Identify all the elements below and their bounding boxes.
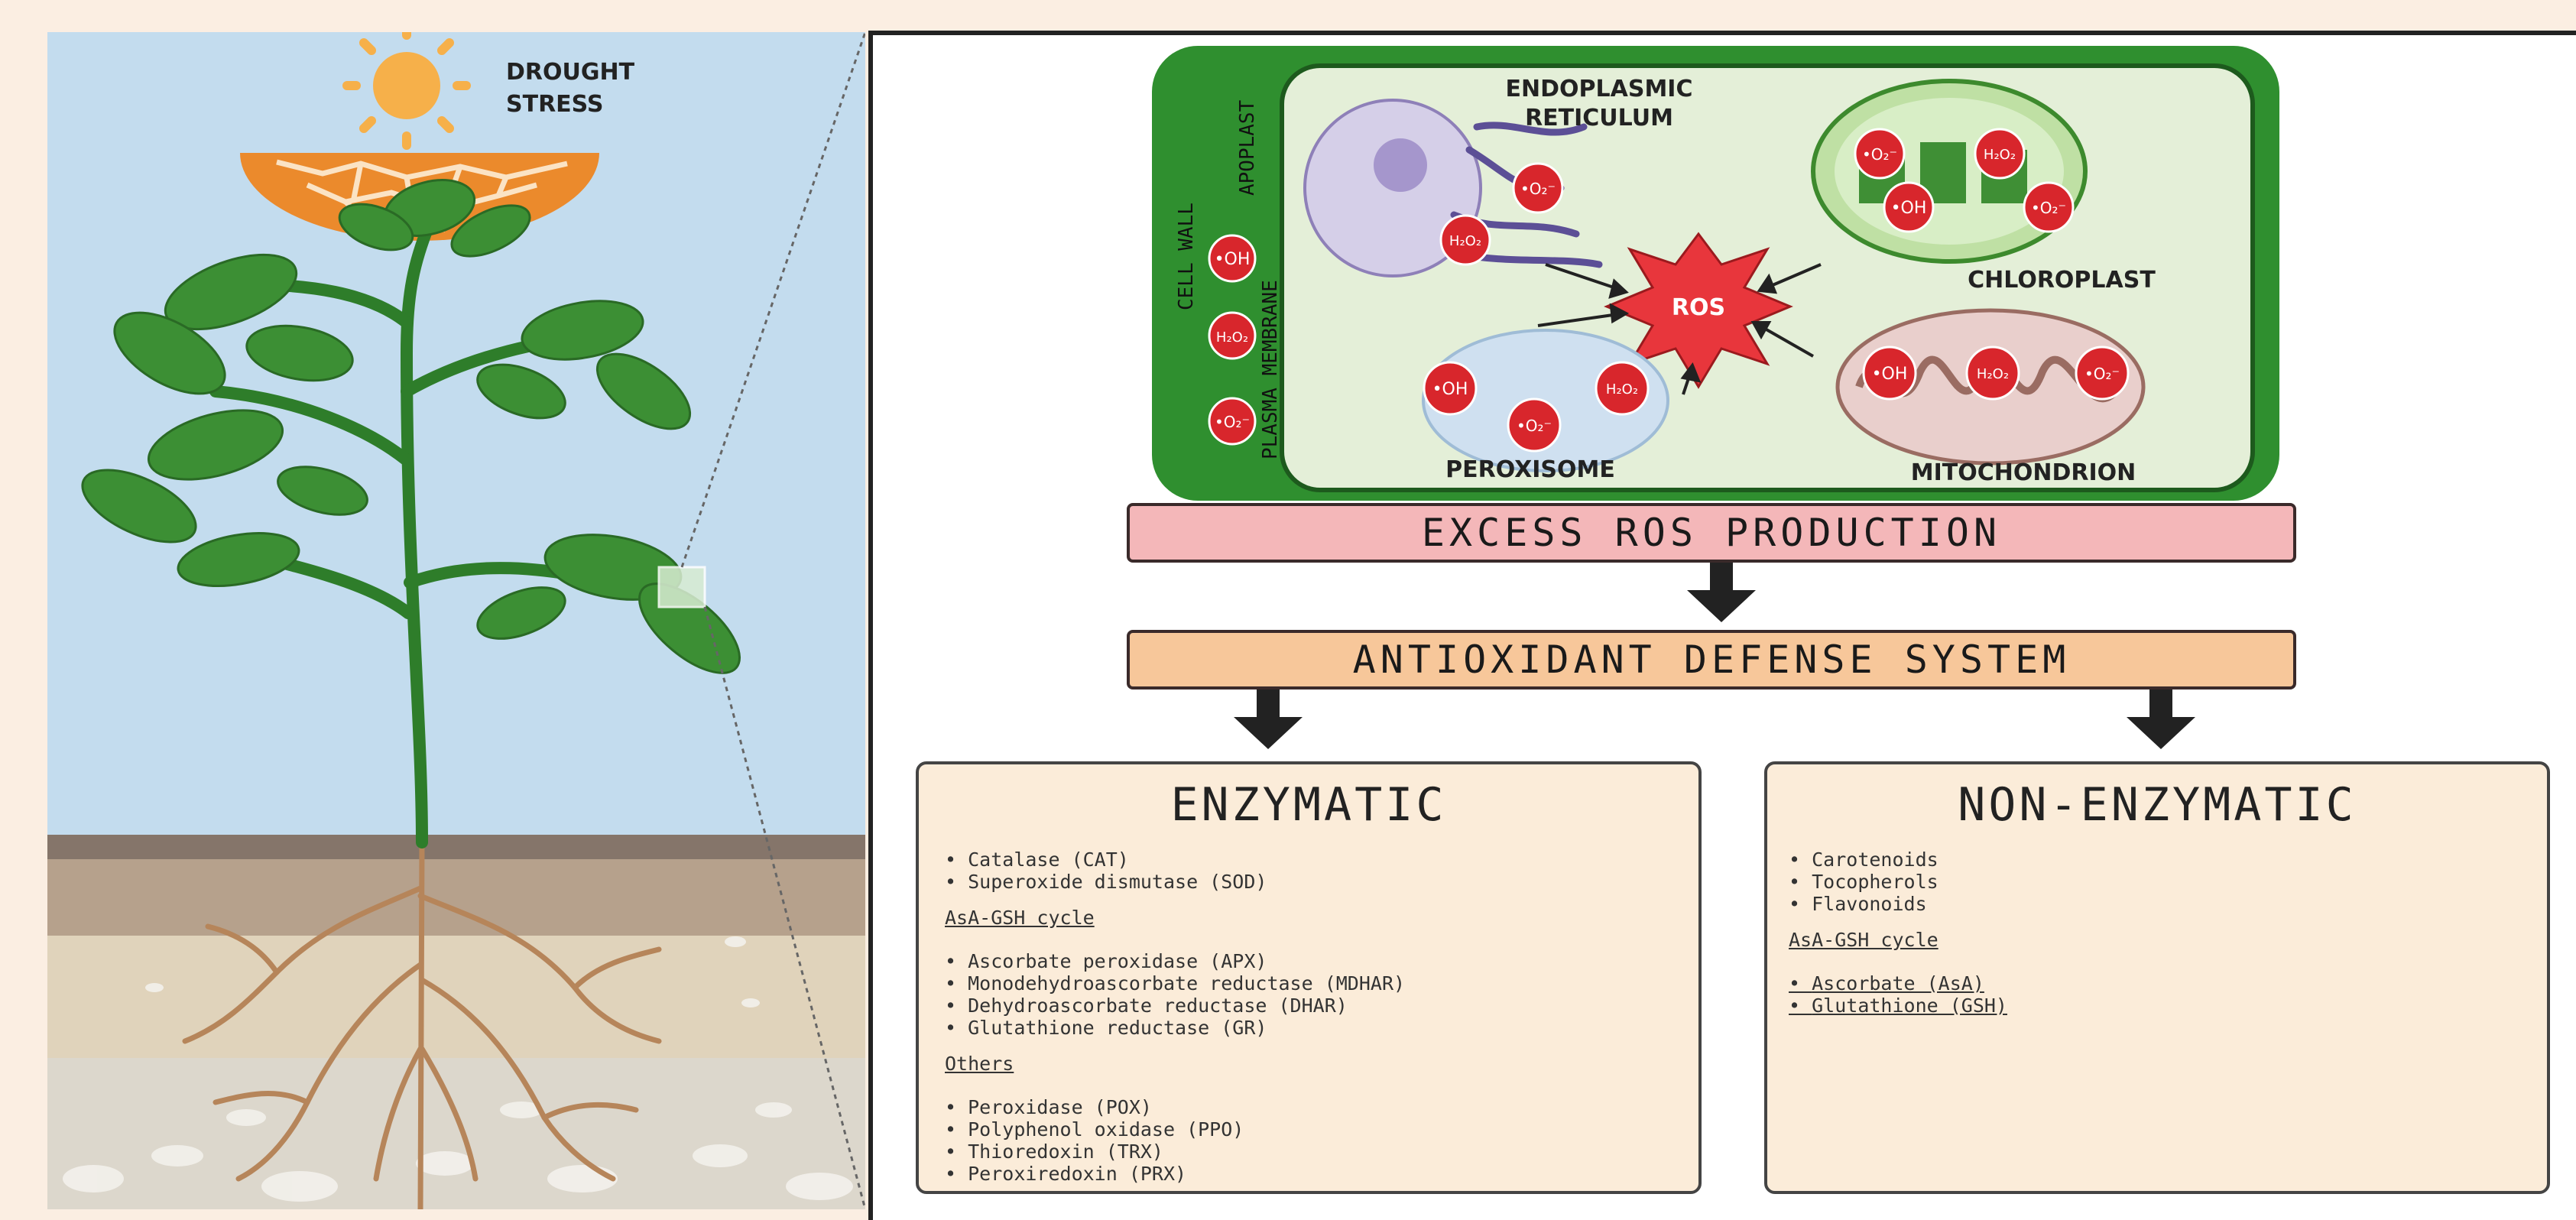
excess-ros-bar: EXCESS ROS PRODUCTION xyxy=(1127,503,2296,563)
svg-text:H₂O₂: H₂O₂ xyxy=(1984,147,2016,163)
list-item: Glutathione (GSH) xyxy=(1789,994,2526,1017)
list-item: Ascorbate (AsA) xyxy=(1789,972,2526,994)
svg-text:•OH: •OH xyxy=(1215,250,1251,269)
list-item: Peroxiredoxin (PRX) xyxy=(945,1163,1672,1185)
svg-text:•O₂⁻: •O₂⁻ xyxy=(2031,199,2066,217)
apoplast-ros: •OH H₂O₂ •O₂⁻ xyxy=(1209,235,1255,444)
chloroplast-label: CHLOROPLAST xyxy=(1968,267,2156,294)
defense-system-bar: ANTIOXIDANT DEFENSE SYSTEM xyxy=(1127,630,2296,689)
ros-pathway-panel: CELL WALL APOPLAST PLASMA MEMBRANE •OH H… xyxy=(868,31,2576,1220)
peroxisome: •OH H₂O₂ •O₂⁻ xyxy=(1423,330,1668,471)
list-item: Monodehydroascorbate reductase (MDHAR) xyxy=(945,972,1672,994)
down-arrow-right-icon xyxy=(2127,689,2195,751)
svg-text:•O₂⁻: •O₂⁻ xyxy=(1215,413,1250,431)
svg-text:H₂O₂: H₂O₂ xyxy=(1606,381,1638,397)
excess-ros-label: EXCESS ROS PRODUCTION xyxy=(1422,511,2001,555)
list-item: Tocopherols xyxy=(1789,871,2526,893)
plant-scene: DROUGHT STRESS xyxy=(47,32,865,1209)
non-enzymatic-subhead-asa-gsh: AsA-GSH cycle xyxy=(1789,929,2526,951)
zoom-region-marker xyxy=(659,567,705,607)
drought-label-line2: STRESS xyxy=(506,91,604,118)
list-item: Ascorbate peroxidase (APX) xyxy=(945,950,1672,972)
enzymatic-list-primary: Catalase (CAT) Superoxide dismutase (SOD… xyxy=(945,848,1672,893)
list-item: Peroxidase (POX) xyxy=(945,1096,1672,1118)
list-item: Carotenoids xyxy=(1789,848,2526,871)
mitochondrion: •OH H₂O₂ •O₂⁻ xyxy=(1838,310,2143,463)
er-label-line1: ENDOPLASMIC xyxy=(1506,76,1693,102)
svg-text:•OH: •OH xyxy=(1432,380,1468,399)
plant-illustration-panel: DROUGHT STRESS xyxy=(47,32,865,1209)
non-enzymatic-list-asa-gsh: Ascorbate (AsA) Glutathione (GSH) xyxy=(1789,972,2526,1017)
svg-text:•O₂⁻: •O₂⁻ xyxy=(1517,417,1552,435)
svg-text:•O₂⁻: •O₂⁻ xyxy=(1862,145,1897,164)
non-enzymatic-card: NON-ENZYMATIC Carotenoids Tocopherols Fl… xyxy=(1764,761,2550,1194)
er-label-line2: RETICULUM xyxy=(1525,105,1673,131)
plasma-membrane-label: PLASMA MEMBRANE xyxy=(1259,280,1282,459)
down-arrow-icon xyxy=(1687,563,1756,624)
list-item: Flavonoids xyxy=(1789,893,2526,915)
enzymatic-subhead-others: Others xyxy=(945,1053,1672,1075)
list-item: Catalase (CAT) xyxy=(945,848,1672,871)
svg-text:H₂O₂: H₂O₂ xyxy=(1216,329,1248,346)
enzymatic-card: ENZYMATIC Catalase (CAT) Superoxide dism… xyxy=(916,761,1702,1194)
svg-text:•O₂⁻: •O₂⁻ xyxy=(2084,365,2120,383)
enzymatic-list-asa-gsh: Ascorbate peroxidase (APX) Monodehydroas… xyxy=(945,950,1672,1039)
ros-label: ROS xyxy=(1672,294,1725,321)
down-arrow-left-icon xyxy=(1234,689,1303,751)
list-item: Dehydroascorbate reductase (DHAR) xyxy=(945,994,1672,1017)
defense-system-label: ANTIOXIDANT DEFENSE SYSTEM xyxy=(1353,638,2071,682)
list-item: Polyphenol oxidase (PPO) xyxy=(945,1118,1672,1141)
chloroplast xyxy=(1813,81,2085,261)
peroxisome-label: PEROXISOME xyxy=(1445,456,1615,483)
plant-cell-diagram: CELL WALL APOPLAST PLASMA MEMBRANE •OH H… xyxy=(873,35,2576,524)
enzymatic-subhead-asa-gsh: AsA-GSH cycle xyxy=(945,907,1672,929)
mitochondrion-label: MITOCHONDRION xyxy=(1911,459,2136,486)
svg-text:•OH: •OH xyxy=(1872,365,1908,384)
cell-wall-label: CELL WALL xyxy=(1175,203,1198,310)
svg-text:H₂O₂: H₂O₂ xyxy=(1449,233,1481,249)
list-item: Superoxide dismutase (SOD) xyxy=(945,871,1672,893)
drought-label-line1: DROUGHT xyxy=(506,59,635,86)
svg-text:•OH: •OH xyxy=(1891,199,1927,218)
enzymatic-title: ENZYMATIC xyxy=(945,778,1672,832)
svg-text:H₂O₂: H₂O₂ xyxy=(1977,366,2009,382)
enzymatic-list-others: Peroxidase (POX) Polyphenol oxidase (PPO… xyxy=(945,1096,1672,1185)
sun-icon xyxy=(347,32,466,145)
non-enzymatic-title: NON-ENZYMATIC xyxy=(1789,778,2526,832)
list-item: Glutathione reductase (GR) xyxy=(945,1017,1672,1039)
svg-text:•O₂⁻: •O₂⁻ xyxy=(1520,180,1556,198)
non-enzymatic-list-primary: Carotenoids Tocopherols Flavonoids xyxy=(1789,848,2526,915)
apoplast-label: APOPLAST xyxy=(1236,99,1259,196)
list-item: Thioredoxin (TRX) xyxy=(945,1141,1672,1163)
